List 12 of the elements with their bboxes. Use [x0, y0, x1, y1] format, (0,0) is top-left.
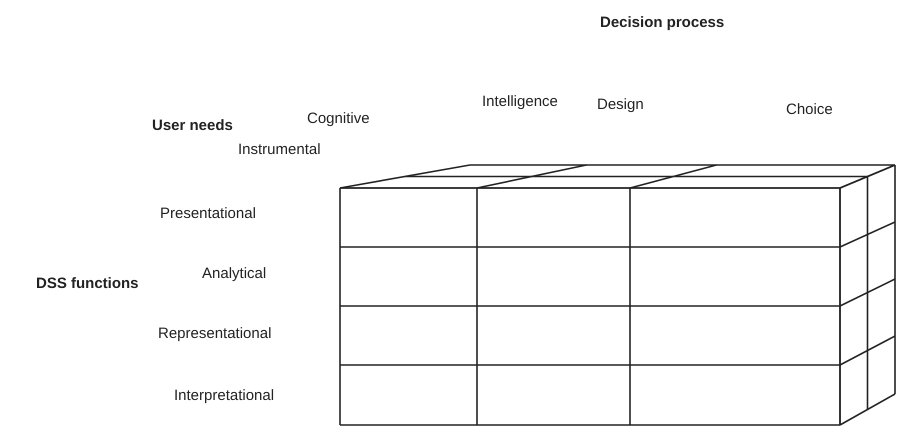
axis-label: Presentational [160, 205, 256, 222]
axis-label: Intelligence [482, 93, 558, 110]
axis-label: Instrumental [238, 141, 321, 158]
axis-label: Interpretational [174, 387, 274, 404]
axis-title: User needs [152, 117, 233, 134]
axis-label: Analytical [202, 265, 266, 282]
axis-label: Choice [786, 101, 833, 118]
axis-label: Cognitive [307, 110, 370, 127]
axis-title: DSS functions [36, 275, 139, 292]
axis-title: Decision process [600, 14, 724, 31]
axis-label: Representational [158, 325, 272, 342]
axis-label: Design [597, 96, 644, 113]
